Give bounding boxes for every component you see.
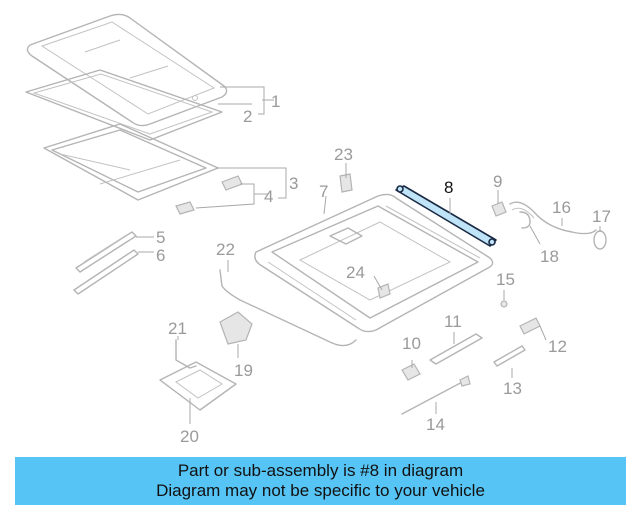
info-banner: Part or sub-assembly is #8 in diagram Di… — [15, 457, 626, 505]
part-8-highlighted-bar — [395, 185, 497, 247]
callout-6: 6 — [156, 246, 165, 265]
callout-11: 11 — [444, 312, 462, 331]
callout-21: 21 — [168, 319, 187, 338]
part-20-plate — [159, 361, 237, 411]
part-18-clamp — [519, 211, 531, 229]
callout-1: 1 — [271, 92, 280, 111]
part-5-rail — [75, 231, 137, 273]
callout-24: 24 — [346, 263, 365, 282]
part-3-frame — [43, 123, 219, 201]
callout-15: 15 — [496, 270, 515, 289]
callout-16: 16 — [552, 198, 571, 217]
part-1-glass-panel — [26, 13, 228, 127]
banner-line-2: Diagram may not be specific to your vehi… — [156, 481, 485, 500]
callout-22: 22 — [216, 240, 235, 259]
part-6-rail — [73, 249, 139, 295]
part-9-clip — [491, 201, 507, 217]
callout-23: 23 — [334, 145, 353, 164]
callout-9: 9 — [493, 172, 502, 191]
part-12-motor-bracket — [519, 317, 541, 335]
part-11-guide — [429, 333, 483, 365]
callout-13: 13 — [503, 379, 522, 398]
part-13-rail — [493, 345, 526, 367]
callout-5: 5 — [156, 228, 165, 247]
part-16-drain-hose — [509, 201, 597, 235]
callout-2: 2 — [243, 107, 252, 126]
part-2-weatherstrip — [25, 69, 223, 141]
callout-8: 8 — [444, 178, 453, 197]
banner-line-1: Part or sub-assembly is #8 in diagram — [177, 461, 464, 480]
callout-17: 17 — [592, 207, 611, 226]
part-17-grommet — [593, 230, 607, 250]
part-7-housing — [254, 193, 494, 333]
leader-lines — [136, 86, 601, 424]
part-10-bracket — [401, 363, 421, 381]
part-23-clip — [339, 173, 353, 193]
callout-19: 19 — [234, 361, 253, 380]
callout-20: 20 — [180, 427, 199, 446]
callout-4: 4 — [264, 187, 273, 206]
callout-12: 12 — [548, 337, 567, 356]
part-21-crank — [175, 339, 197, 369]
part-15-screw — [500, 300, 508, 308]
callout-14: 14 — [426, 415, 445, 434]
callout-10: 10 — [402, 334, 421, 353]
sunroof-parts-diagram: 1 2 3 4 5 6 7 8 9 10 11 12 13 14 15 16 1… — [25, 13, 611, 446]
callout-18: 18 — [540, 247, 559, 266]
part-14-cable — [401, 375, 471, 415]
part-4-brackets — [175, 175, 243, 215]
part-19-motor — [219, 311, 253, 345]
callout-3: 3 — [289, 174, 298, 193]
part-22-seal — [219, 269, 357, 347]
callout-7: 7 — [319, 182, 328, 201]
